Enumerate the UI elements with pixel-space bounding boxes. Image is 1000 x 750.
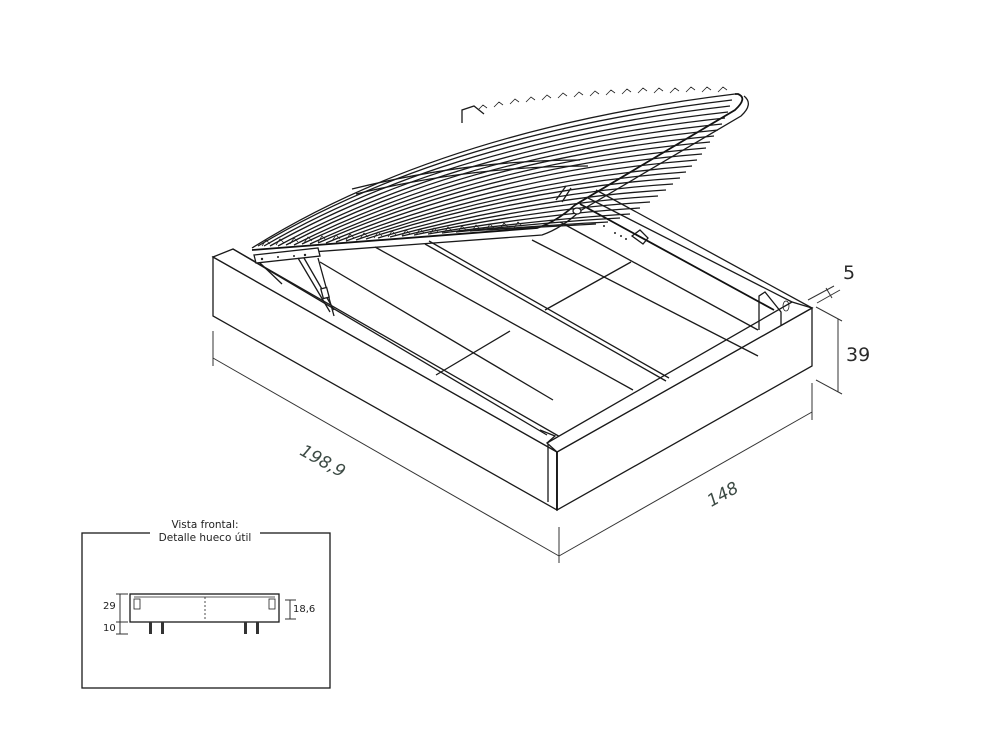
lift-mechanism [253,185,582,317]
dimension-lines [212,285,843,563]
inset-title-line2: Detalle hueco útil [158,532,252,544]
inset-title: Vista frontal: Detalle hueco útil [150,519,260,545]
bed-interior [319,225,790,401]
slatted-frame [251,86,749,317]
dimension-top-edge: 5 [843,262,856,284]
inset-dim-useful-height: 18,6 [293,604,316,615]
inset-title-line1: Vista frontal: [171,519,239,531]
slats [251,93,736,249]
inset-dim-leg-height: 10 [103,623,116,634]
slat-caps [261,86,728,247]
inset-dim-box-height: 29 [103,601,116,612]
dimension-height: 39 [846,344,871,366]
bed-base [211,189,814,512]
